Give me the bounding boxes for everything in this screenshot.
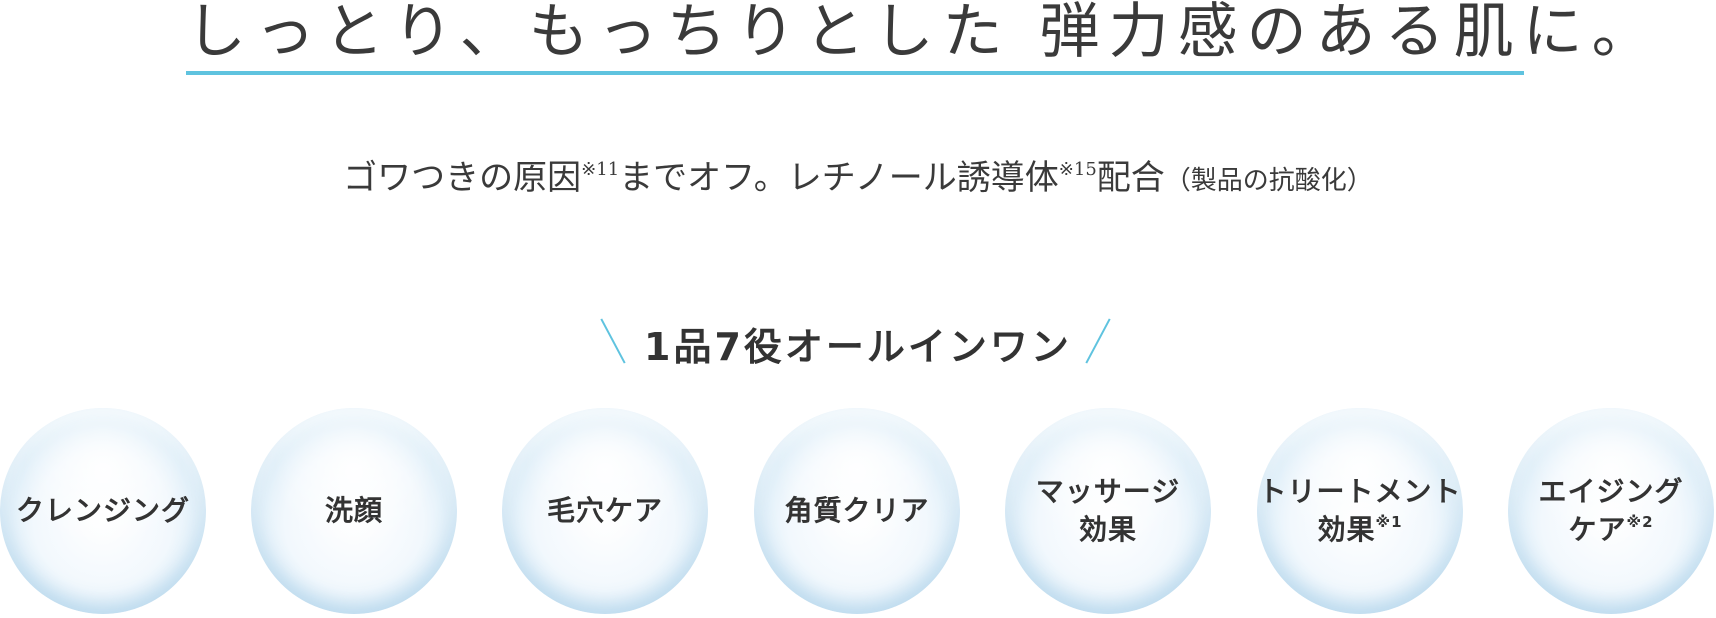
feature-label-text: エイジング ケア [1538,475,1684,546]
feature-label: クレンジング [16,492,190,530]
subline-small: （製品の抗酸化） [1164,166,1373,196]
feature-label-text: クレンジング [15,494,190,527]
feature-label-text: 洗顔 [324,494,383,527]
feature-bubble-pore-care: 毛穴ケア [502,408,708,614]
subline: ゴワつきの原因※11までオフ。レチノール誘導体※15配合（製品の抗酸化） [0,150,1716,199]
feature-bubble-aging-care: エイジング ケア※2 [1508,408,1714,614]
feature-label: 角質クリア [784,492,929,530]
feature-label: 毛穴ケア [547,492,663,530]
feature-label-text: 角質クリア [784,494,930,527]
feature-bubble-cleansing: クレンジング [0,408,206,614]
feature-bubble-treatment: トリートメント 効果※1 [1257,408,1463,614]
feature-note: ※1 [1375,513,1403,531]
headline-wrap: しっとり、もっちりとした 弾力感のある肌に。 [186,0,1661,70]
feature-bubble-keratin-clear: 角質クリア [754,408,960,614]
allinone-title: 1品7役オールインワン [644,325,1072,369]
headline-underline [186,71,1524,75]
feature-label-text: トリートメント 効果 [1258,475,1462,546]
feature-label: トリートメント 効果※1 [1258,473,1461,549]
feature-label-text: 毛穴ケア [546,494,663,527]
feature-label: エイジング ケア※2 [1538,473,1683,549]
feature-note: ※2 [1626,513,1654,531]
feature-label: マッサージ 効果 [1036,473,1180,549]
feature-label: 洗顔 [325,492,383,530]
subline-part1: ゴワつきの原因 [343,158,582,198]
feature-bubble-massage: マッサージ 効果 [1005,408,1211,614]
subline-note2: ※15 [1058,159,1097,180]
feature-label-text: マッサージ 効果 [1035,475,1181,546]
headline: しっとり、もっちりとした 弾力感のある肌に。 [186,0,1661,67]
subline-part3: 配合 [1096,158,1165,198]
feature-bubbles: クレンジング 洗顔 毛穴ケア 角質クリア マッサージ 効果 トリートメント 効果… [0,408,1716,618]
feature-bubble-face-wash: 洗顔 [251,408,457,614]
subline-note1: ※11 [581,159,620,180]
subline-part2: までオフ。レチノール誘導体 [619,158,1059,198]
